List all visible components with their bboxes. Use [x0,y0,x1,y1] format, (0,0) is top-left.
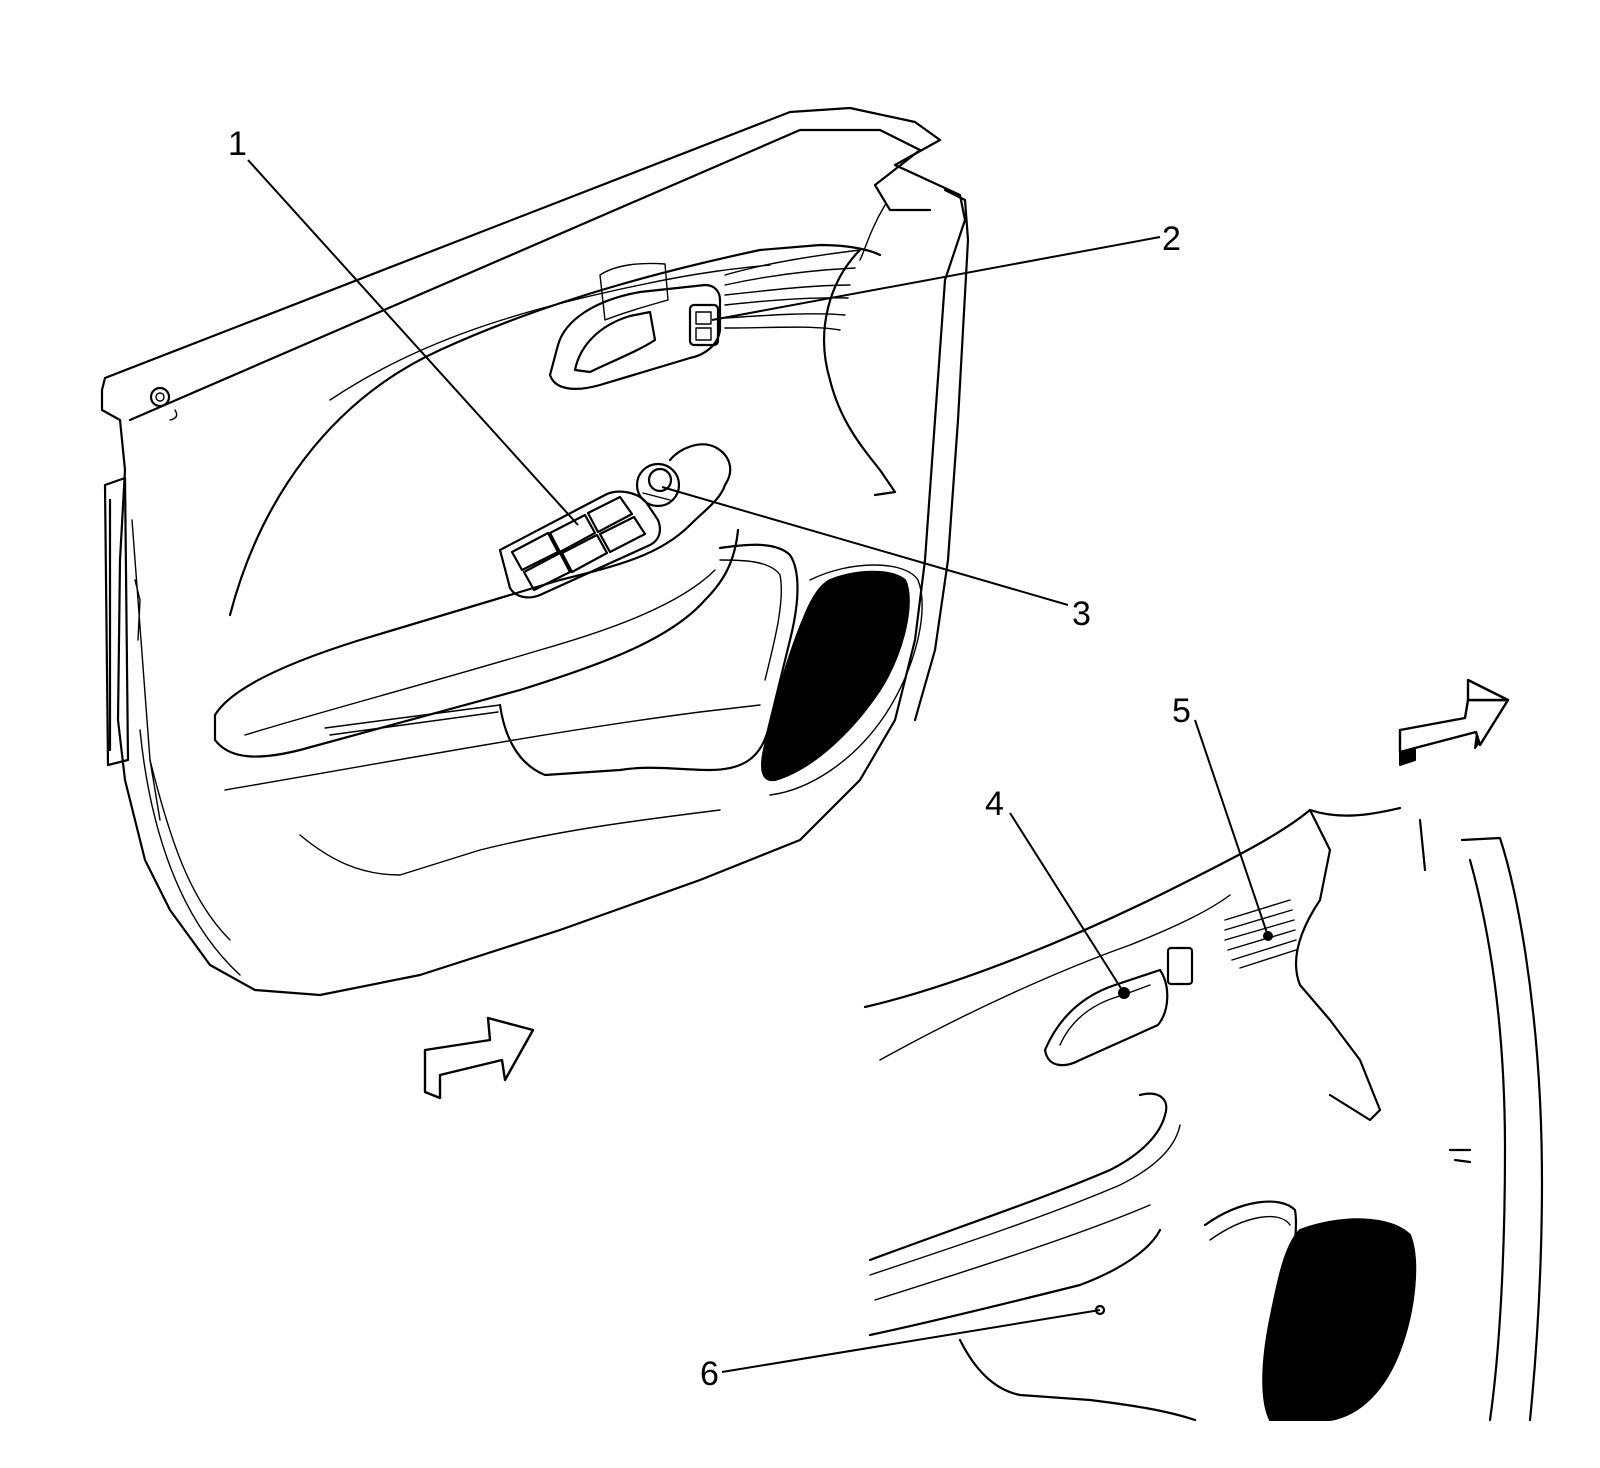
upper-trim-contour [228,243,882,617]
inside-handle-bezel [548,283,722,390]
detail-upper-edge [863,808,1312,1009]
panel-left-flange [103,476,130,767]
leader-5 [1194,719,1269,937]
detail-speaker-grille [1262,1218,1417,1421]
map-pocket [498,543,799,777]
detail-pillar-inner [1308,806,1427,872]
door-lock-switch-bottom [695,327,712,341]
door-lock-switch [688,303,720,347]
right-panel-contour-inner [859,204,886,261]
callout-3: 3 [1072,595,1091,633]
view-direction-arrow-right [1398,678,1510,766]
window-switch-6 [598,515,647,554]
detail-pillar [1295,808,1382,1122]
view-direction-arrow-left [423,1016,535,1100]
detail-armrest-lower [868,1228,1162,1337]
mirror-switch-knob [647,467,673,493]
door-trim-panel-detail-view [863,806,1544,1422]
leader-lines [247,159,1269,1373]
window-switch-4 [560,533,609,574]
leader-2 [711,236,1161,321]
detail-door-lock-switch [1166,946,1194,986]
leader-1 [247,159,579,526]
panel-upper-edge [128,128,932,422]
callout-5: 5 [1172,692,1191,730]
detail-inside-handle [1043,968,1169,1067]
door-trim-panel-full-view [100,106,970,997]
map-pocket-inner [719,559,783,681]
detail-inside-handle-inner [1059,984,1151,1046]
detail-grooves [1224,899,1297,969]
mirror-switch-base [642,492,671,501]
detail-map-pocket [958,1200,1298,1422]
door-lock-switch-top [695,311,712,325]
lower-panel-line [224,704,761,791]
mirror-switch [635,462,681,508]
window-switch-3 [522,551,572,592]
leader-6 [721,1309,1101,1373]
mounting-clip-top-inner [155,392,165,402]
mounting-clip-top [149,386,171,408]
callout-labels: 1 2 3 4 5 6 [228,125,1191,1393]
armrest-front-edge [213,528,740,758]
lower-panel-contour [139,729,721,976]
window-switch-5 [586,495,634,534]
armrest-lower-edge [324,704,501,736]
detail-door-frame [1448,836,1544,1422]
speaker-grille [761,570,910,782]
window-switch-1 [510,531,560,572]
speaker-surround [769,564,923,796]
callout-6: 6 [700,1355,719,1393]
handle-grooves [724,249,861,331]
inside-handle-lever [573,310,657,374]
detail-upper-contour [879,894,1231,1061]
armrest-top [213,443,732,717]
leader-3 [661,486,1069,606]
detail-armrest [868,1092,1168,1262]
armrest-stitch [244,569,716,736]
leader-4 [1009,812,1125,994]
callout-2: 2 [1162,220,1181,258]
right-panel-contour [823,248,897,497]
callout-1: 1 [228,125,247,163]
panel-right-edge [913,188,970,722]
detail-armrest-inner [869,1124,1181,1301]
upper-trim-contour-inner [329,264,771,401]
inside-handle-recess [599,262,669,321]
detail-map-pocket-inner [1209,1215,1291,1241]
mounting-clip-top-mark [169,409,178,421]
panel-outline [100,106,967,997]
callout-4: 4 [985,785,1004,823]
window-switch-bezel [498,490,661,599]
